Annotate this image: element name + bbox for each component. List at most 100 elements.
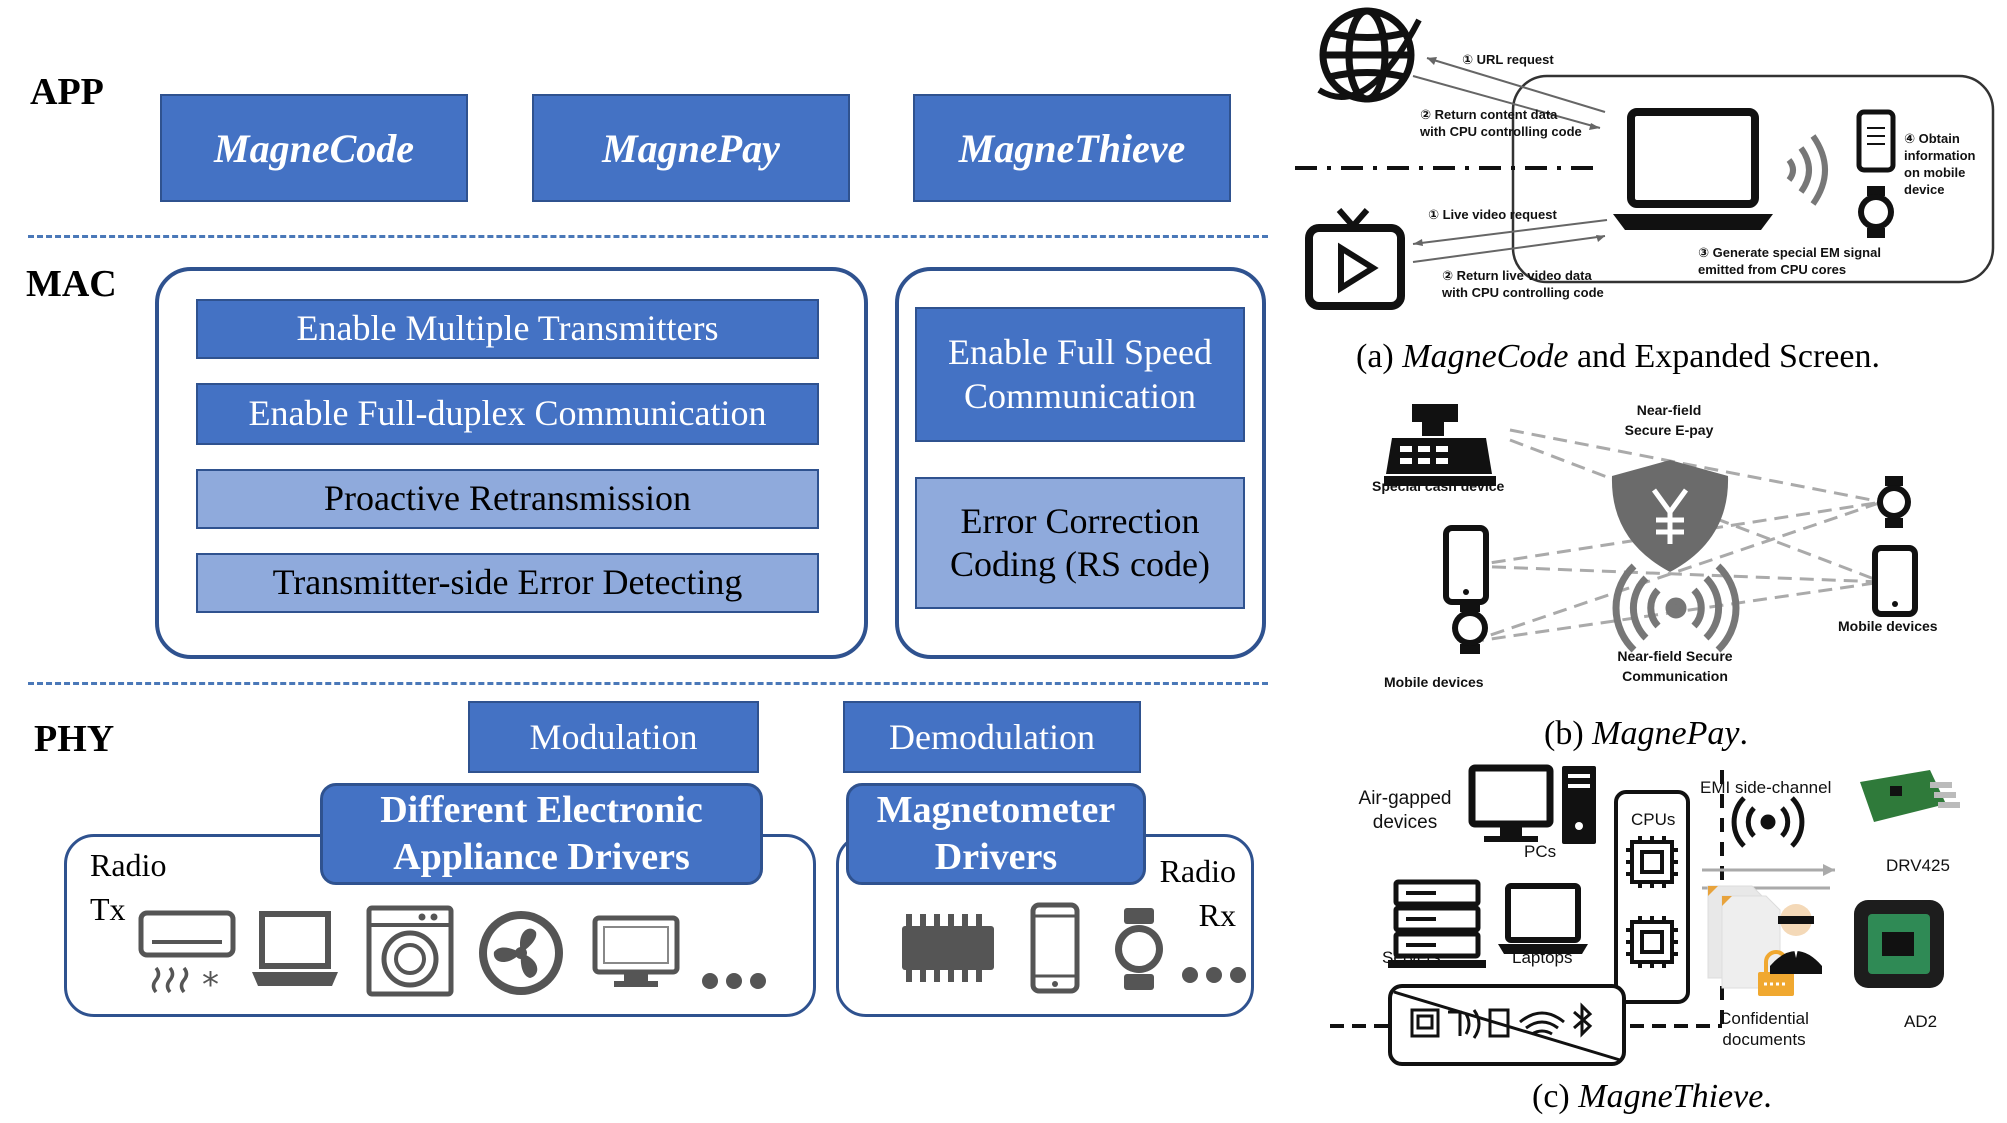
b-near-field-epay-line1: Near-field <box>1636 402 1702 418</box>
layer-label-phy: PHY <box>34 718 115 760</box>
c-air-gapped: Air-gapped devices <box>1340 787 1470 835</box>
b-near-field-epay: Near-field Secure E-pay <box>1614 400 1724 440</box>
tv-icon <box>1305 208 1405 310</box>
b-mobile-left: Mobile devices <box>1384 674 1484 690</box>
caption-c: (c) MagneThieve. <box>1532 1078 1772 1116</box>
a-return-live-line1: ② Return live video data <box>1442 268 1592 283</box>
phy-rx-drivers-line1: Magnetometer <box>876 788 1116 831</box>
air-conditioner-icon: * <box>138 910 236 1005</box>
mac-error-correction-line1: Error Correction <box>960 500 1200 541</box>
smartphone-icon <box>1030 902 1080 994</box>
layer-label-app: APP <box>30 71 104 113</box>
mac-full-speed-line1: Enable Full Speed <box>948 332 1212 373</box>
mac-proactive-retransmission: Proactive Retransmission <box>196 469 819 529</box>
more-dots-icon <box>702 973 766 989</box>
phy-demodulation: Demodulation <box>843 701 1141 773</box>
caption-c-suffix: . <box>1763 1078 1772 1115</box>
watch-icon <box>1858 186 1894 238</box>
b-mobile-right: Mobile devices <box>1838 618 1938 634</box>
mac-full-speed-line2: Communication <box>964 375 1196 416</box>
phy-tx-drivers-line2: Appliance Drivers <box>393 836 690 878</box>
confidential-docs-icon <box>1707 885 1794 996</box>
laptops-icon <box>1498 883 1588 954</box>
caption-b-prefix: (b) <box>1544 715 1593 752</box>
a-generate-em-line1: ③ Generate special EM signal <box>1698 245 1881 260</box>
phy-modulation: Modulation <box>468 701 759 773</box>
mac-full-duplex: Enable Full-duplex Communication <box>196 383 819 445</box>
chip-icon <box>902 914 994 982</box>
mac-error-correction-line2: Coding (RS code) <box>950 544 1210 584</box>
shield-yen-icon <box>1611 460 1729 572</box>
a-obtain-info-line3: on mobile <box>1904 165 1966 180</box>
divider-app-mac <box>28 235 1268 238</box>
radio-rx-label: Radio Rx <box>1152 851 1236 936</box>
c-laptops: Laptops <box>1512 948 1573 967</box>
caption-a: (a) MagneCode and Expanded Screen. <box>1356 338 1880 376</box>
app-magnecode: MagneCode <box>160 94 468 202</box>
washing-machine-icon <box>366 905 454 997</box>
radio-rx-line2: Rx <box>1198 896 1236 933</box>
interfaces-icon <box>1410 1002 1593 1039</box>
a-return-content-line2: with CPU controlling code <box>1420 124 1582 139</box>
a-return-content-line1: ② Return content data <box>1420 107 1558 122</box>
divider-mac-phy <box>28 682 1268 685</box>
c-drv425: DRV425 <box>1886 856 1950 875</box>
b-near-field-comm-line1: Near-field Secure <box>1617 648 1733 664</box>
phy-rx-drivers: Magnetometer Drivers <box>846 783 1146 885</box>
a-obtain-info-line4: device <box>1904 182 1945 197</box>
pc-icon <box>1468 764 1596 844</box>
a-obtain-info-line1: ④ Obtain <box>1904 131 1960 146</box>
b-near-field-comm: Near-field Secure Communication <box>1610 646 1740 686</box>
mac-full-speed: Enable Full Speed Communication <box>915 307 1245 442</box>
fan-icon <box>479 911 563 995</box>
a-return-live-line2: with CPU controlling code <box>1442 285 1604 300</box>
caption-c-italic: MagneThieve <box>1578 1078 1764 1115</box>
c-confidential: Confidential documents <box>1710 1008 1818 1050</box>
b-special-cash: Special cash device <box>1372 478 1505 494</box>
panel-a-diagram <box>1295 7 1995 310</box>
a-obtain-info: ④ Obtain information on mobile device <box>1904 130 1976 198</box>
c-air-gapped-line2: devices <box>1372 812 1438 833</box>
left-watch-icon <box>1452 602 1488 654</box>
right-watch-icon <box>1877 476 1911 528</box>
left-phone-icon <box>1443 525 1489 605</box>
c-servers: Servers <box>1382 948 1441 967</box>
panel-b-diagram <box>1384 404 1918 654</box>
b-near-field-comm-line2: Communication <box>1622 668 1728 684</box>
c-emi: EMI side-channel <box>1700 778 1832 797</box>
mac-error-correction: Error Correction Coding (RS code) <box>915 477 1245 609</box>
a-return-live: ② Return live video data with CPU contro… <box>1442 267 1604 301</box>
caption-a-prefix: (a) <box>1356 338 1403 375</box>
ad2-device-icon <box>1854 900 1944 988</box>
spy-icon <box>1770 904 1822 974</box>
caption-a-italic: MagneCode <box>1402 338 1569 375</box>
signal-icon <box>1612 563 1740 653</box>
mac-transmitter-error-detecting: Transmitter-side Error Detecting <box>196 553 819 613</box>
cpu-icon-1 <box>1626 836 1678 888</box>
laptop-icon <box>252 911 338 986</box>
a-return-content: ② Return content data with CPU controlli… <box>1420 106 1582 140</box>
a-url-request: ① URL request <box>1462 52 1554 67</box>
phy-tx-drivers-line1: Different Electronic <box>380 788 703 831</box>
c-pcs: PCs <box>1524 842 1557 861</box>
a-obtain-info-line2: information <box>1904 148 1976 163</box>
smartwatch-icon <box>1115 908 1163 990</box>
a-generate-em: ③ Generate special EM signal emitted fro… <box>1698 244 1881 278</box>
globe-icon <box>1317 7 1422 103</box>
emi-signal-icon <box>1731 796 1805 848</box>
monitor-icon <box>592 915 680 987</box>
cpu-icon-2 <box>1626 916 1678 968</box>
radio-tx-line2: Tx <box>90 890 126 927</box>
caption-b-suffix: . <box>1739 715 1748 752</box>
drv425-board-icon <box>1860 770 1960 822</box>
radio-tx-line1: Radio <box>90 847 167 883</box>
app-magnethieve: MagneThieve <box>913 94 1231 202</box>
c-cpus: CPUs <box>1631 810 1676 829</box>
c-ad2: AD2 <box>1904 1012 1938 1031</box>
caption-b-italic: MagnePay <box>1592 715 1740 752</box>
laptop-center-icon <box>1613 108 1773 230</box>
radio-rx-line1: Radio <box>1159 853 1236 889</box>
c-confidential-line1: Confidential <box>1719 1009 1809 1028</box>
layer-label-mac: MAC <box>26 263 117 305</box>
b-near-field-epay-line2: Secure E-pay <box>1624 422 1714 438</box>
